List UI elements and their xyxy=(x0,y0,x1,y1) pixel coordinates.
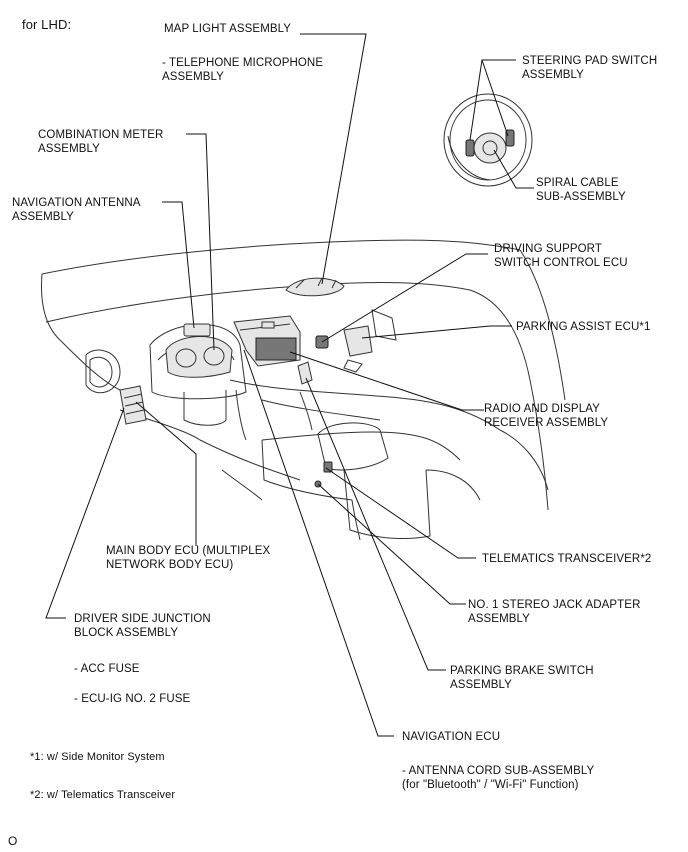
label-line: NETWORK BODY ECU) xyxy=(106,559,234,571)
label-line: RADIO AND DISPLAY xyxy=(484,403,600,415)
label-stereo-jack-adapter: NO. 1 STEREO JACK ADAPTER ASSEMBLY xyxy=(468,598,640,626)
label-map-light: MAP LIGHT ASSEMBLY xyxy=(164,22,291,36)
label-parking-brake-switch: PARKING BRAKE SWITCH ASSEMBLY xyxy=(450,664,594,692)
label-main-body-ecu: MAIN BODY ECU (MULTIPLEX NETWORK BODY EC… xyxy=(106,544,270,572)
label-line: ASSEMBLY xyxy=(450,679,512,691)
label-combination-meter: COMBINATION METER ASSEMBLY xyxy=(38,128,163,156)
label-navigation-ecu: NAVIGATION ECU xyxy=(402,730,500,744)
navigation-ecu-part xyxy=(297,361,313,385)
label-ecu-ig-fuse: - ECU-IG NO. 2 FUSE xyxy=(74,692,190,706)
label-line: - ACC FUSE xyxy=(74,663,140,675)
label-parking-assist-ecu: PARKING ASSIST ECU*1 xyxy=(516,320,651,334)
junction-block-part xyxy=(119,385,147,425)
dashboard-outline xyxy=(41,239,566,541)
label-antenna-cord: - ANTENNA CORD SUB-ASSEMBLY (for "Blueto… xyxy=(402,764,594,792)
label-line: (for "Bluetooth" / "Wi-Fi" Function) xyxy=(402,779,579,791)
label-line: TELEMATICS TRANSCEIVER*2 xyxy=(482,553,652,565)
label-telephone-microphone: - TELEPHONE MICROPHONE ASSEMBLY xyxy=(162,56,323,84)
label-navigation-antenna: NAVIGATION ANTENNA ASSEMBLY xyxy=(12,196,141,224)
label-line: SWITCH CONTROL ECU xyxy=(494,257,628,269)
label-line: DRIVING SUPPORT xyxy=(494,243,602,255)
combination-meter-part xyxy=(165,336,233,378)
map-light-part xyxy=(285,277,345,297)
navigation-antenna-part xyxy=(183,323,211,337)
label-acc-fuse: - ACC FUSE xyxy=(74,662,140,676)
label-line: SUB-ASSEMBLY xyxy=(536,191,626,203)
label-line: SPIRAL CABLE xyxy=(536,177,619,189)
figure-id: O xyxy=(8,834,18,848)
label-line: STEERING PAD SWITCH xyxy=(522,55,658,67)
leader-lines xyxy=(45,33,534,737)
radio-display-part xyxy=(233,315,301,367)
label-line: ASSEMBLY xyxy=(522,69,584,81)
label-line: COMBINATION METER xyxy=(38,129,164,141)
label-line: MAP LIGHT ASSEMBLY xyxy=(164,23,292,35)
label-line: PARKING ASSIST ECU*1 xyxy=(516,321,651,333)
console-parts xyxy=(314,461,333,488)
footnote-1: *1: w/ Side Monitor System xyxy=(30,751,165,763)
label-line: NAVIGATION ANTENNA xyxy=(12,197,141,209)
parking-assist-ecu-part xyxy=(343,325,373,373)
label-line: ASSEMBLY xyxy=(12,211,74,223)
label-telematics-transceiver: TELEMATICS TRANSCEIVER*2 xyxy=(482,552,651,566)
label-radio-display-receiver: RADIO AND DISPLAY RECEIVER ASSEMBLY xyxy=(484,402,608,430)
label-line: PARKING BRAKE SWITCH xyxy=(450,665,594,677)
footnote-2: *2: w/ Telematics Transceiver xyxy=(30,789,176,801)
label-driver-side-junction-block: DRIVER SIDE JUNCTION BLOCK ASSEMBLY xyxy=(74,612,211,640)
label-line: DRIVER SIDE JUNCTION xyxy=(74,613,211,625)
label-steering-pad-switch: STEERING PAD SWITCH ASSEMBLY xyxy=(522,54,657,82)
label-line: MAIN BODY ECU (MULTIPLEX xyxy=(106,545,271,557)
label-spiral-cable: SPIRAL CABLE SUB-ASSEMBLY xyxy=(536,176,626,204)
label-driving-support-ecu: DRIVING SUPPORT SWITCH CONTROL ECU xyxy=(494,242,628,270)
label-line: NO. 1 STEREO JACK ADAPTER xyxy=(468,599,641,611)
label-line: ASSEMBLY xyxy=(38,143,100,155)
label-line: - ANTENNA CORD SUB-ASSEMBLY xyxy=(402,765,595,777)
label-line: RECEIVER ASSEMBLY xyxy=(484,417,609,429)
label-line: - TELEPHONE MICROPHONE xyxy=(162,57,324,69)
steering-wheel-inset xyxy=(443,93,533,187)
header-title: for LHD: xyxy=(22,17,72,32)
label-line: - ECU-IG NO. 2 FUSE xyxy=(74,693,191,705)
label-line: BLOCK ASSEMBLY xyxy=(74,627,179,639)
label-line: ASSEMBLY xyxy=(468,613,530,625)
label-line: NAVIGATION ECU xyxy=(402,731,501,743)
label-line: ASSEMBLY xyxy=(162,71,224,83)
